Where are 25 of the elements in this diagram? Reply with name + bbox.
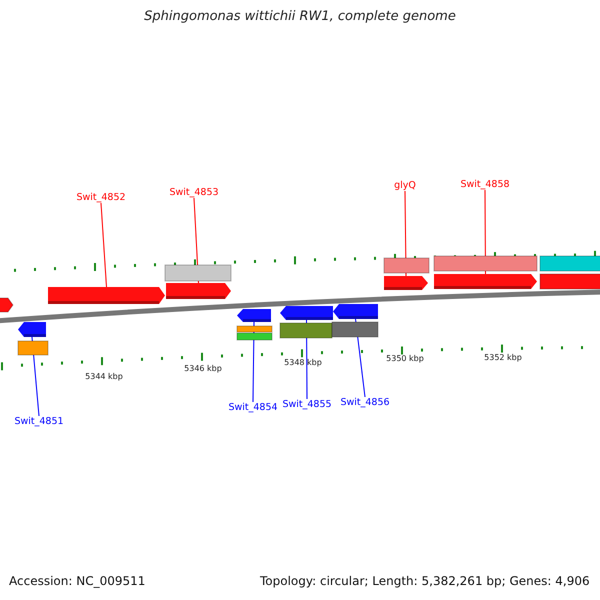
gene-symbol xyxy=(333,304,378,319)
gene-symbol xyxy=(434,274,537,289)
gene-label: Swit_4856 xyxy=(340,397,390,408)
gene-label: Swit_4855 xyxy=(282,399,332,410)
gene-label: Swit_4858 xyxy=(460,179,510,190)
scale-label: 5346 kbp xyxy=(184,364,222,373)
gene-label: Swit_4853 xyxy=(169,187,219,198)
map-title: Sphingomonas wittichii RW1, complete genome xyxy=(144,9,456,24)
gene-label: Swit_4854 xyxy=(228,402,278,413)
gene-symbol xyxy=(237,309,271,322)
scale-label: 5350 kbp xyxy=(386,354,424,363)
gene-symbol xyxy=(384,276,428,290)
leader-line xyxy=(100,202,107,288)
gene-symbol xyxy=(166,283,231,299)
scale-label: 5352 kbp xyxy=(484,353,522,362)
gene-symbol xyxy=(280,306,333,320)
footer-text: Topology: circular; Length: 5,382,261 bp; Genes: 4,906 xyxy=(260,574,590,588)
footer-text: Accession: NC_009511 xyxy=(9,574,146,588)
scale-label: 5348 kbp xyxy=(284,358,322,367)
gene-label: Swit_4851 xyxy=(14,416,64,427)
gene-symbol xyxy=(48,287,165,304)
gene-label: glyQ xyxy=(394,180,416,191)
gene-label: Swit_4852 xyxy=(76,192,126,203)
scale-label: 5344 kbp xyxy=(85,372,123,381)
gene-symbol xyxy=(18,322,46,337)
